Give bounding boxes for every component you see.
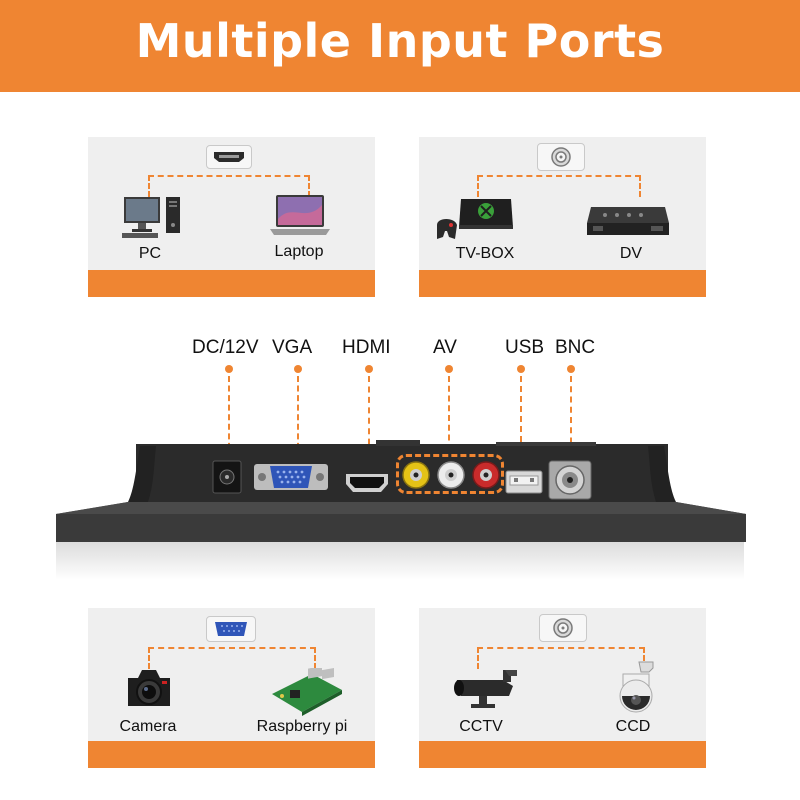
port-label-usb: USB [505,337,545,358]
hdmi-port-icon [206,145,252,169]
dc-jack-icon [212,460,242,499]
card-bottom-bar [88,270,375,297]
port-label-bnc: BNC [555,337,596,358]
cctv-label: CCTV [459,718,503,735]
pc-icon [122,195,184,244]
vga-devices-card: Camera Raspberry pi [88,608,375,768]
cctv-camera-icon [449,666,519,715]
raspberry-pi-icon [266,666,344,721]
pc-label: PC [138,245,162,262]
hdmi-socket-icon [344,472,390,499]
ccd-dome-camera-icon [613,660,659,721]
dv-icon [585,205,671,244]
card-bottom-bar [419,741,706,768]
bnc-socket-icon [548,460,592,505]
ccd-label: CCD [615,718,651,735]
rca-av-icon [402,459,500,496]
card-connector-line [477,175,641,197]
hdmi-devices-card: PC Laptop [88,137,375,297]
port-label-av: AV [433,337,457,358]
card-connector-line [148,647,316,669]
monitor-reflection [56,540,744,580]
bnc-port-icon [539,614,587,642]
title-banner: Multiple Input Ports [0,0,800,92]
laptop-label: Laptop [274,243,324,260]
vga-port-icon [254,462,328,497]
port-label-dc: DC/12V [192,337,259,358]
usb-port-icon [505,470,543,499]
av-highlight-box [396,454,504,494]
laptop-icon [268,193,332,244]
bnc-port-icon [537,143,585,171]
card-bottom-bar [88,741,375,768]
bnc-devices-card-bottom: CCTV CCD [419,608,706,768]
bnc-devices-card-top: TV-BOX DV [419,137,706,297]
camera-icon [124,666,174,715]
tv-box-label: TV-BOX [455,245,515,262]
card-connector-line [148,175,310,197]
card-connector-line [477,647,645,669]
page-title: Multiple Input Ports [135,14,665,68]
vga-port-icon-small [206,616,256,642]
dv-label: DV [619,245,643,262]
port-label-hdmi: HDMI [342,337,391,358]
raspberry-pi-label: Raspberry pi [256,718,348,735]
camera-label: Camera [119,718,177,735]
card-bottom-bar [419,270,706,297]
port-label-vga: VGA [272,337,313,358]
tv-box-icon [435,195,515,248]
